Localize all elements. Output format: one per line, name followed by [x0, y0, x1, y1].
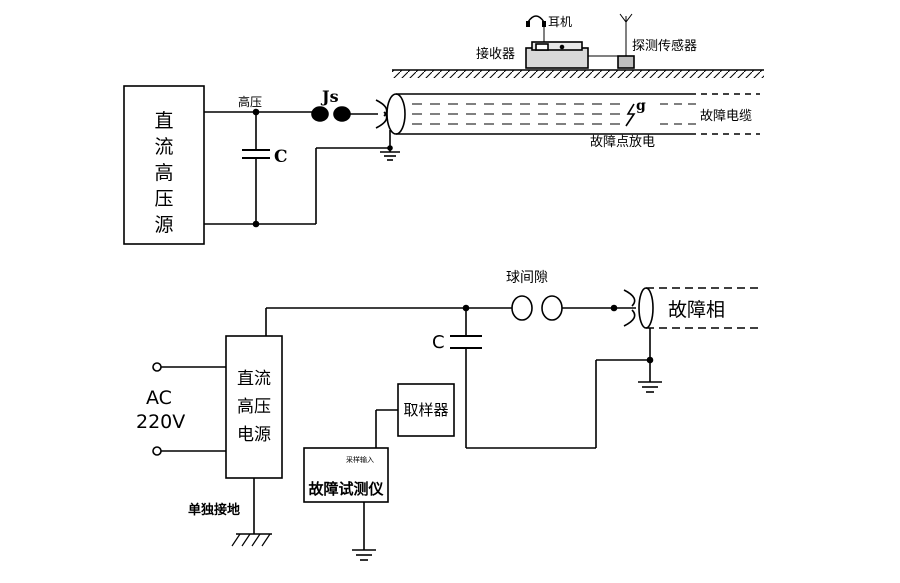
top-source-label-4: 压	[154, 188, 173, 210]
top-source-box	[123, 85, 205, 245]
receiver-label: 接收器	[476, 46, 515, 62]
bottom-cable-end	[638, 287, 654, 329]
top-gap-sphere-2	[333, 106, 351, 122]
fault-point-label: 故障点放电	[590, 135, 655, 150]
spark-label: g	[636, 98, 646, 114]
ground-hatch	[392, 70, 764, 78]
bottom-ground-junction	[646, 356, 654, 364]
sphere-gap-label: 球间隙	[506, 270, 548, 286]
top-cable-termination	[375, 99, 388, 129]
sampler-box	[397, 383, 455, 437]
top-source-label-3: 高	[154, 162, 173, 184]
sampler-label: 取样器	[403, 401, 448, 419]
top-ground-junction	[387, 145, 393, 151]
bottom-diagram	[152, 287, 762, 561]
fault-spark-icon	[625, 103, 636, 127]
separate-ground-label: 单独接地	[188, 502, 240, 518]
top-source-label-1: 直	[154, 110, 173, 132]
receiver-display	[535, 43, 549, 51]
top-source-label-5: 源	[154, 214, 173, 236]
top-gap-sphere-1	[311, 106, 329, 122]
bottom-source-label-2: 高压	[237, 397, 271, 417]
top-junction-2	[252, 220, 260, 228]
bottom-labels: AC 220V 直流 高压 电源 单独接地 C 球间隙 故障相 取样器 采样输入…	[136, 270, 725, 518]
voltage-label: 220V	[136, 411, 185, 433]
sphere-gap-2	[541, 295, 563, 321]
ac-terminal-top	[152, 362, 162, 372]
bottom-capacitor-label: C	[432, 332, 445, 353]
sphere-gap-1	[511, 295, 533, 321]
top-diagram	[123, 13, 764, 245]
tester-box	[303, 447, 389, 503]
headphone-label: 耳机	[548, 15, 572, 29]
top-labels: 直 流 高 压 源 高压 C Js 耳机 接收器 探测传感器 故障电缆 故障点放…	[154, 15, 752, 236]
bottom-source-label-1: 直流	[237, 369, 271, 389]
receiver-box	[525, 47, 589, 69]
top-capacitor-label: C	[274, 147, 288, 167]
fault-phase-label: 故障相	[668, 299, 725, 321]
top-source-label-2: 流	[154, 136, 173, 158]
receiver-knob	[559, 44, 565, 50]
antenna-icon	[619, 13, 633, 23]
ac-label: AC	[146, 387, 172, 409]
cable-label: 故障电缆	[700, 108, 752, 124]
sample-input-label: 采样输入	[346, 455, 374, 464]
sensor-label: 探测传感器	[632, 38, 697, 54]
sensor-body	[617, 55, 635, 69]
ac-terminal-bottom	[152, 446, 162, 456]
top-junction-1	[252, 108, 260, 116]
headphone-icon	[527, 15, 545, 23]
top-cable-end	[386, 93, 406, 135]
bottom-cable-junction	[610, 304, 618, 312]
bottom-cable-termination	[623, 289, 636, 327]
bottom-source-label-3: 电源	[237, 425, 271, 445]
receiver-top	[531, 41, 583, 51]
gap-label: Js	[320, 87, 339, 106]
high-voltage-label: 高压	[238, 94, 262, 109]
tester-label: 故障试测仪	[308, 480, 384, 498]
